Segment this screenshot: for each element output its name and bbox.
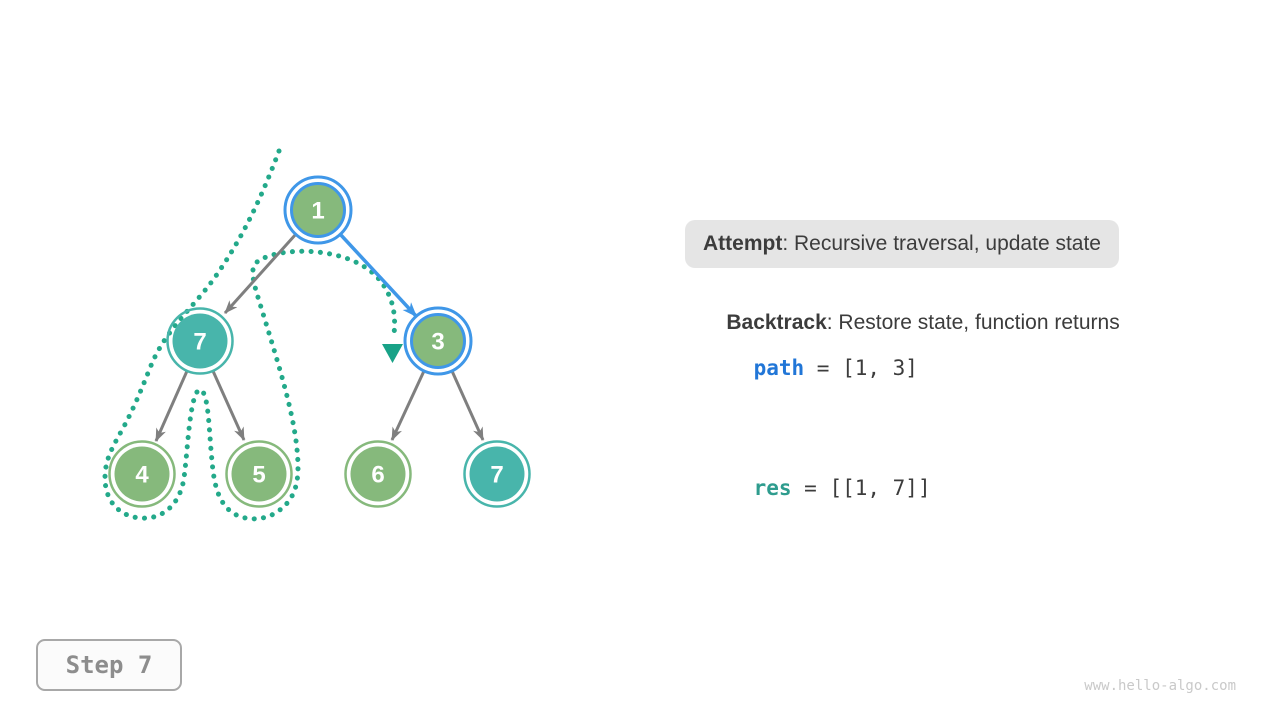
backtrack-text: : Restore state, function returns [826,311,1120,334]
path-value: = [1, 3] [804,356,918,380]
res-variable: res [753,476,792,500]
tree-node-7-left: 7 [166,307,234,375]
backtrack-label: Backtrack [726,311,827,334]
svg-text:6: 6 [371,462,384,489]
svg-text:7: 7 [193,329,206,356]
traversal-arrowhead-icon [382,344,403,363]
svg-text:1: 1 [311,198,324,225]
tree-node-6: 6 [344,440,412,508]
svg-text:3: 3 [431,329,444,356]
watermark: www.hello-algo.com [1084,678,1236,694]
edge-1-to-7 [223,232,298,315]
tree-node-7-right: 7 [463,440,531,508]
traversal-dotted-path [102,148,398,522]
path-state-line: path = [1, 3] [703,332,918,404]
tree-node-5: 5 [225,440,293,508]
attempt-note: Attempt: Recursive traversal, update sta… [685,220,1119,268]
attempt-label: Attempt [703,232,783,255]
tree-node-3: 3 [403,306,473,376]
edge-7-to-5 [211,370,246,441]
edge-7-to-4 [154,370,189,442]
svg-text:7: 7 [490,462,503,489]
edge-1-to-3-active [338,232,418,318]
backtrack-note: Backtrack: Restore state, function retur… [703,287,1120,359]
res-state-line: res = [[1, 7]] [703,452,931,524]
step-button[interactable]: Step 7 [36,639,182,691]
attempt-text: : Recursive traversal, update state [782,232,1101,255]
edge-3-to-7 [450,370,485,441]
res-value: = [[1, 7]] [791,476,931,500]
svg-text:5: 5 [252,462,265,489]
edge-3-to-6 [390,370,426,441]
tree-node-1: 1 [283,175,353,245]
svg-text:4: 4 [135,462,149,489]
path-variable: path [753,356,805,380]
tree-node-4: 4 [108,440,176,508]
